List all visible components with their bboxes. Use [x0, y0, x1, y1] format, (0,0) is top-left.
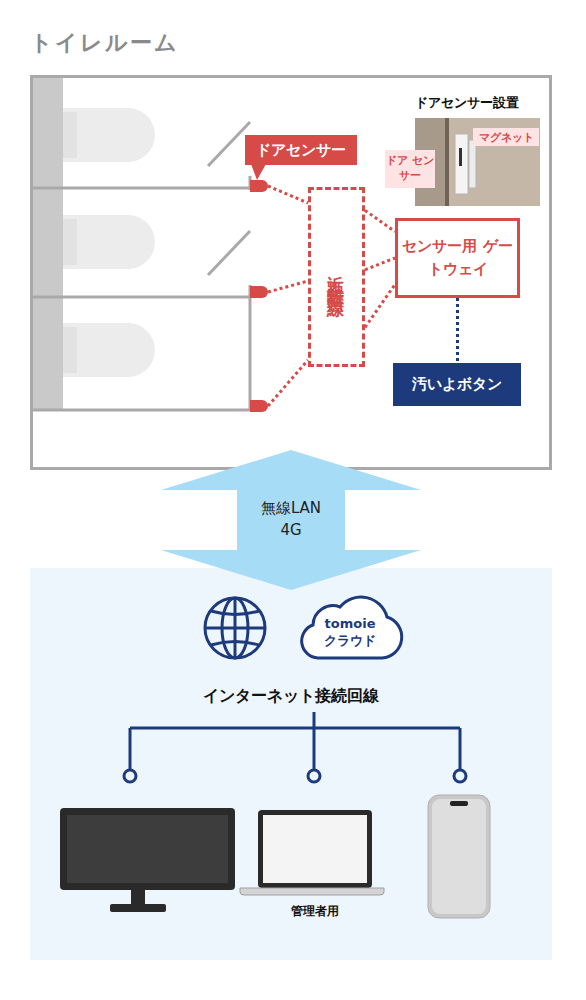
wireless-zone: 近距離無線 — [308, 187, 365, 367]
button-box: 汚いよボタン — [393, 363, 521, 406]
photo-tag: マグネット — [473, 128, 539, 146]
room-box: トイレルームドアセンサー設置マグネットドア センサードアセンサー近距離無線センサ… — [30, 75, 552, 470]
device-label: 管理者用 — [275, 903, 355, 920]
globe-icon — [205, 598, 265, 658]
callout-pointer — [251, 164, 266, 180]
node-text: ドア センサー — [385, 154, 435, 184]
sensor-radio-lines — [268, 186, 308, 406]
laptop-icon — [240, 810, 384, 895]
toilet-tanks — [63, 112, 77, 373]
cloud-node: tomoie クラウド — [290, 594, 410, 664]
toilet-back-wall — [33, 78, 63, 410]
arrow-label: 無線LAN 4G — [251, 498, 331, 542]
monitor-icon — [60, 808, 235, 912]
node-text: インターネット接続回線 — [30, 686, 552, 707]
photo-box: ドアセンサー設置マグネットドア センサー — [415, 118, 540, 206]
toilet-bowls — [63, 108, 155, 377]
stall-partitions — [33, 122, 251, 410]
callout-box: ドアセンサー — [245, 135, 357, 165]
phone-icon — [428, 795, 490, 918]
node-text: ドアセンサー設置 — [415, 94, 519, 112]
node-text: ドアセンサー — [256, 141, 346, 160]
dotted-connector — [365, 210, 395, 231]
node-text: tomoie クラウド — [317, 608, 383, 650]
node-text: マグネット — [479, 130, 534, 145]
network-tree — [124, 712, 466, 782]
node-text: 汚いよボタン — [412, 375, 502, 394]
dotted-connector — [456, 298, 459, 363]
internet-panel: インターネット接続回線 tomoie クラウド — [30, 568, 552, 960]
double-arrow — [161, 450, 421, 590]
dotted-connector — [365, 258, 395, 270]
gateway-box: センサー用 ゲートウェイ — [395, 218, 520, 298]
dotted-connector — [365, 284, 395, 327]
photo-tag: ドア センサー — [385, 150, 435, 188]
node-text: センサー用 ゲートウェイ — [398, 235, 517, 282]
node-text: トイレルーム — [30, 28, 179, 58]
node-text: 近距離無線 — [325, 262, 348, 292]
door-sensors — [250, 180, 268, 412]
